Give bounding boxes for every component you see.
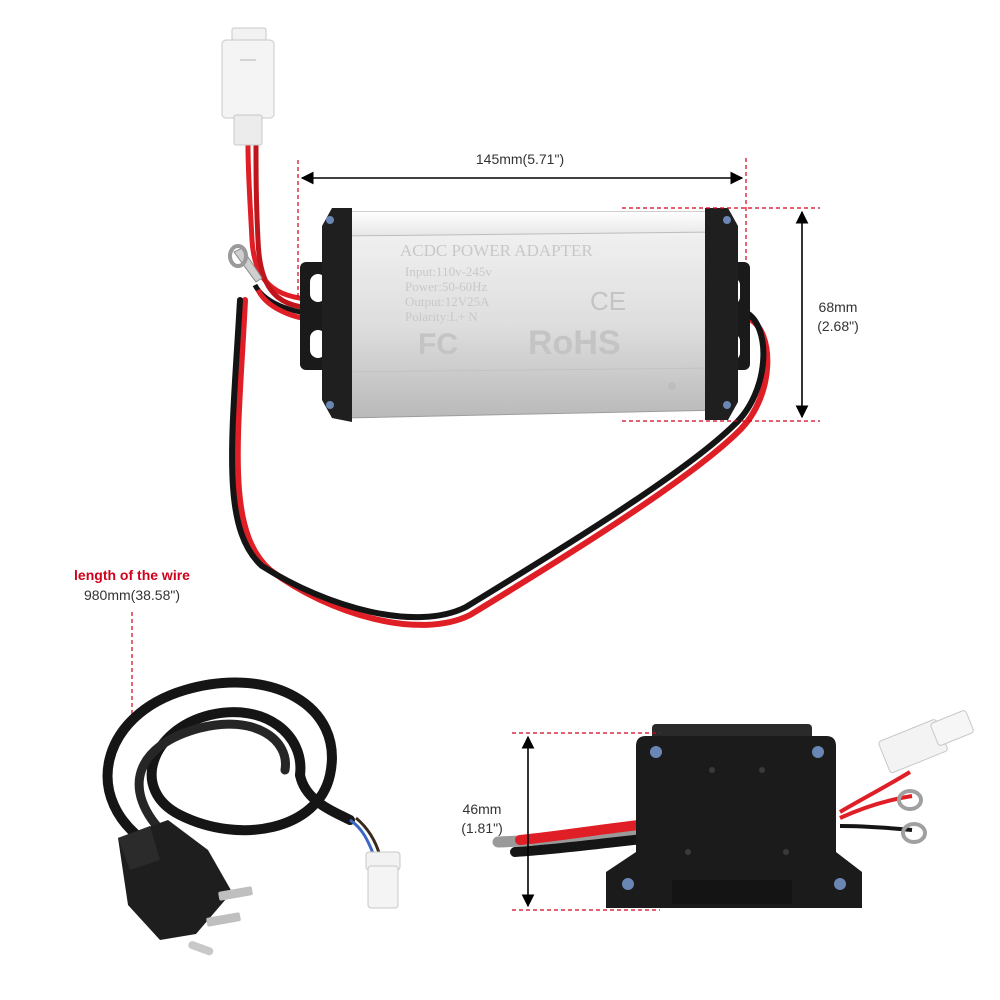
- screw-icon: [723, 401, 731, 409]
- fc-mark: FC: [418, 328, 458, 361]
- wire-length-marker: [128, 612, 136, 724]
- length-dimension: [297, 158, 747, 300]
- depth-mm-label: 46mm: [462, 801, 502, 817]
- power-cord-view: [102, 612, 401, 956]
- length-label: 145mm(5.71"): [475, 151, 565, 167]
- screw-icon: [650, 746, 662, 758]
- side-connector: [878, 710, 974, 774]
- screw-icon: [622, 878, 634, 890]
- screw-icon: [326, 401, 334, 409]
- print-power: Power:50-60Hz: [405, 279, 488, 294]
- height-mm-label: 68mm: [818, 299, 858, 315]
- rohs-mark: RoHS: [528, 324, 621, 362]
- print-input: Input:110v-245v: [405, 264, 492, 279]
- side-bracket: [606, 724, 862, 908]
- wire-label: length of the wire: [74, 567, 190, 583]
- print-polarity: Polarity:L+ N: [405, 309, 478, 324]
- height-dimension: [622, 207, 820, 422]
- top-connector: [221, 27, 275, 146]
- adapter-top-view: ACDC POWER ADAPTER Input:110v-245v Power…: [221, 27, 820, 628]
- wall-plug-icon: [118, 820, 253, 956]
- wire-length-label: 980mm(38.58"): [83, 587, 180, 603]
- print-output: Output:12V25A: [405, 294, 490, 309]
- screw-icon: [812, 746, 824, 758]
- depth-dimension: [512, 732, 660, 911]
- ce-mark: CE: [590, 286, 626, 316]
- adapter-side-view: [492, 710, 974, 911]
- end-caps: [322, 208, 738, 422]
- height-in-label: (2.68"): [817, 318, 859, 334]
- print-title: ACDC POWER ADAPTER: [400, 241, 593, 260]
- ring-terminal: [228, 244, 263, 283]
- adapter-housing: [331, 211, 725, 419]
- screw-icon: [326, 216, 334, 224]
- screw-icon: [723, 216, 731, 224]
- housing-print: ACDC POWER ADAPTER Input:110v-245v Power…: [400, 241, 626, 362]
- cord-connector: [365, 851, 401, 909]
- depth-in-label: (1.81"): [461, 820, 503, 836]
- input-wires: [245, 144, 331, 311]
- screw-icon: [834, 878, 846, 890]
- output-cable: [229, 297, 771, 628]
- side-ring-terminals: [897, 789, 927, 844]
